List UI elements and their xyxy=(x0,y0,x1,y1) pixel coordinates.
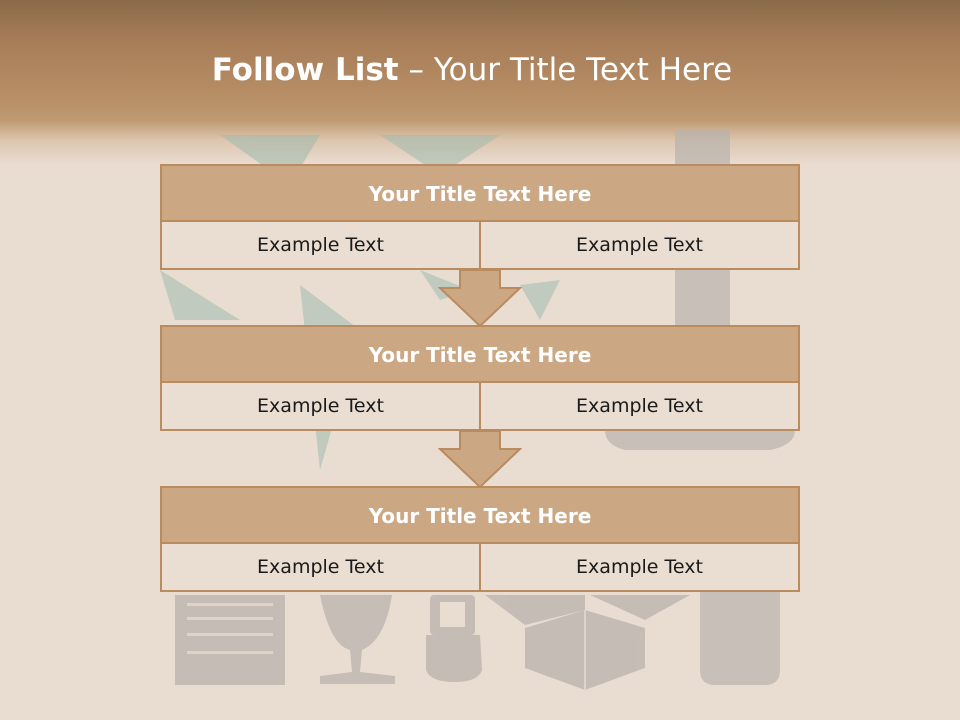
trash-bin-icon xyxy=(426,595,482,682)
block-cell-left: Example Text xyxy=(257,234,384,256)
block-row: Example Text Example Text xyxy=(162,222,798,268)
wine-glass-icon xyxy=(320,595,395,684)
list-block-2: Your Title Text Here Example Text Exampl… xyxy=(160,325,800,431)
block-title: Your Title Text Here xyxy=(162,327,798,383)
block-cell-right: Example Text xyxy=(479,222,798,268)
block-cell-left: Example Text xyxy=(257,395,384,417)
down-arrow-icon xyxy=(438,270,522,328)
box-icon xyxy=(485,595,690,690)
list-block-1: Your Title Text Here Example Text Exampl… xyxy=(160,164,800,270)
block-cell-left: Example Text xyxy=(257,556,384,578)
down-arrow-icon xyxy=(438,431,522,489)
slide-title-bold: Follow List xyxy=(211,52,399,88)
block-row: Example Text Example Text xyxy=(162,544,798,590)
block-title: Your Title Text Here xyxy=(162,166,798,222)
block-cell-right: Example Text xyxy=(479,544,798,590)
block-cell-right: Example Text xyxy=(479,383,798,429)
slide-title: Follow List – Your Title Text Here xyxy=(0,52,944,88)
block-title: Your Title Text Here xyxy=(162,488,798,544)
block-row: Example Text Example Text xyxy=(162,383,798,429)
list-block-3: Your Title Text Here Example Text Exampl… xyxy=(160,486,800,592)
slide-title-rest: – Your Title Text Here xyxy=(398,52,733,88)
document-icon xyxy=(175,595,285,685)
